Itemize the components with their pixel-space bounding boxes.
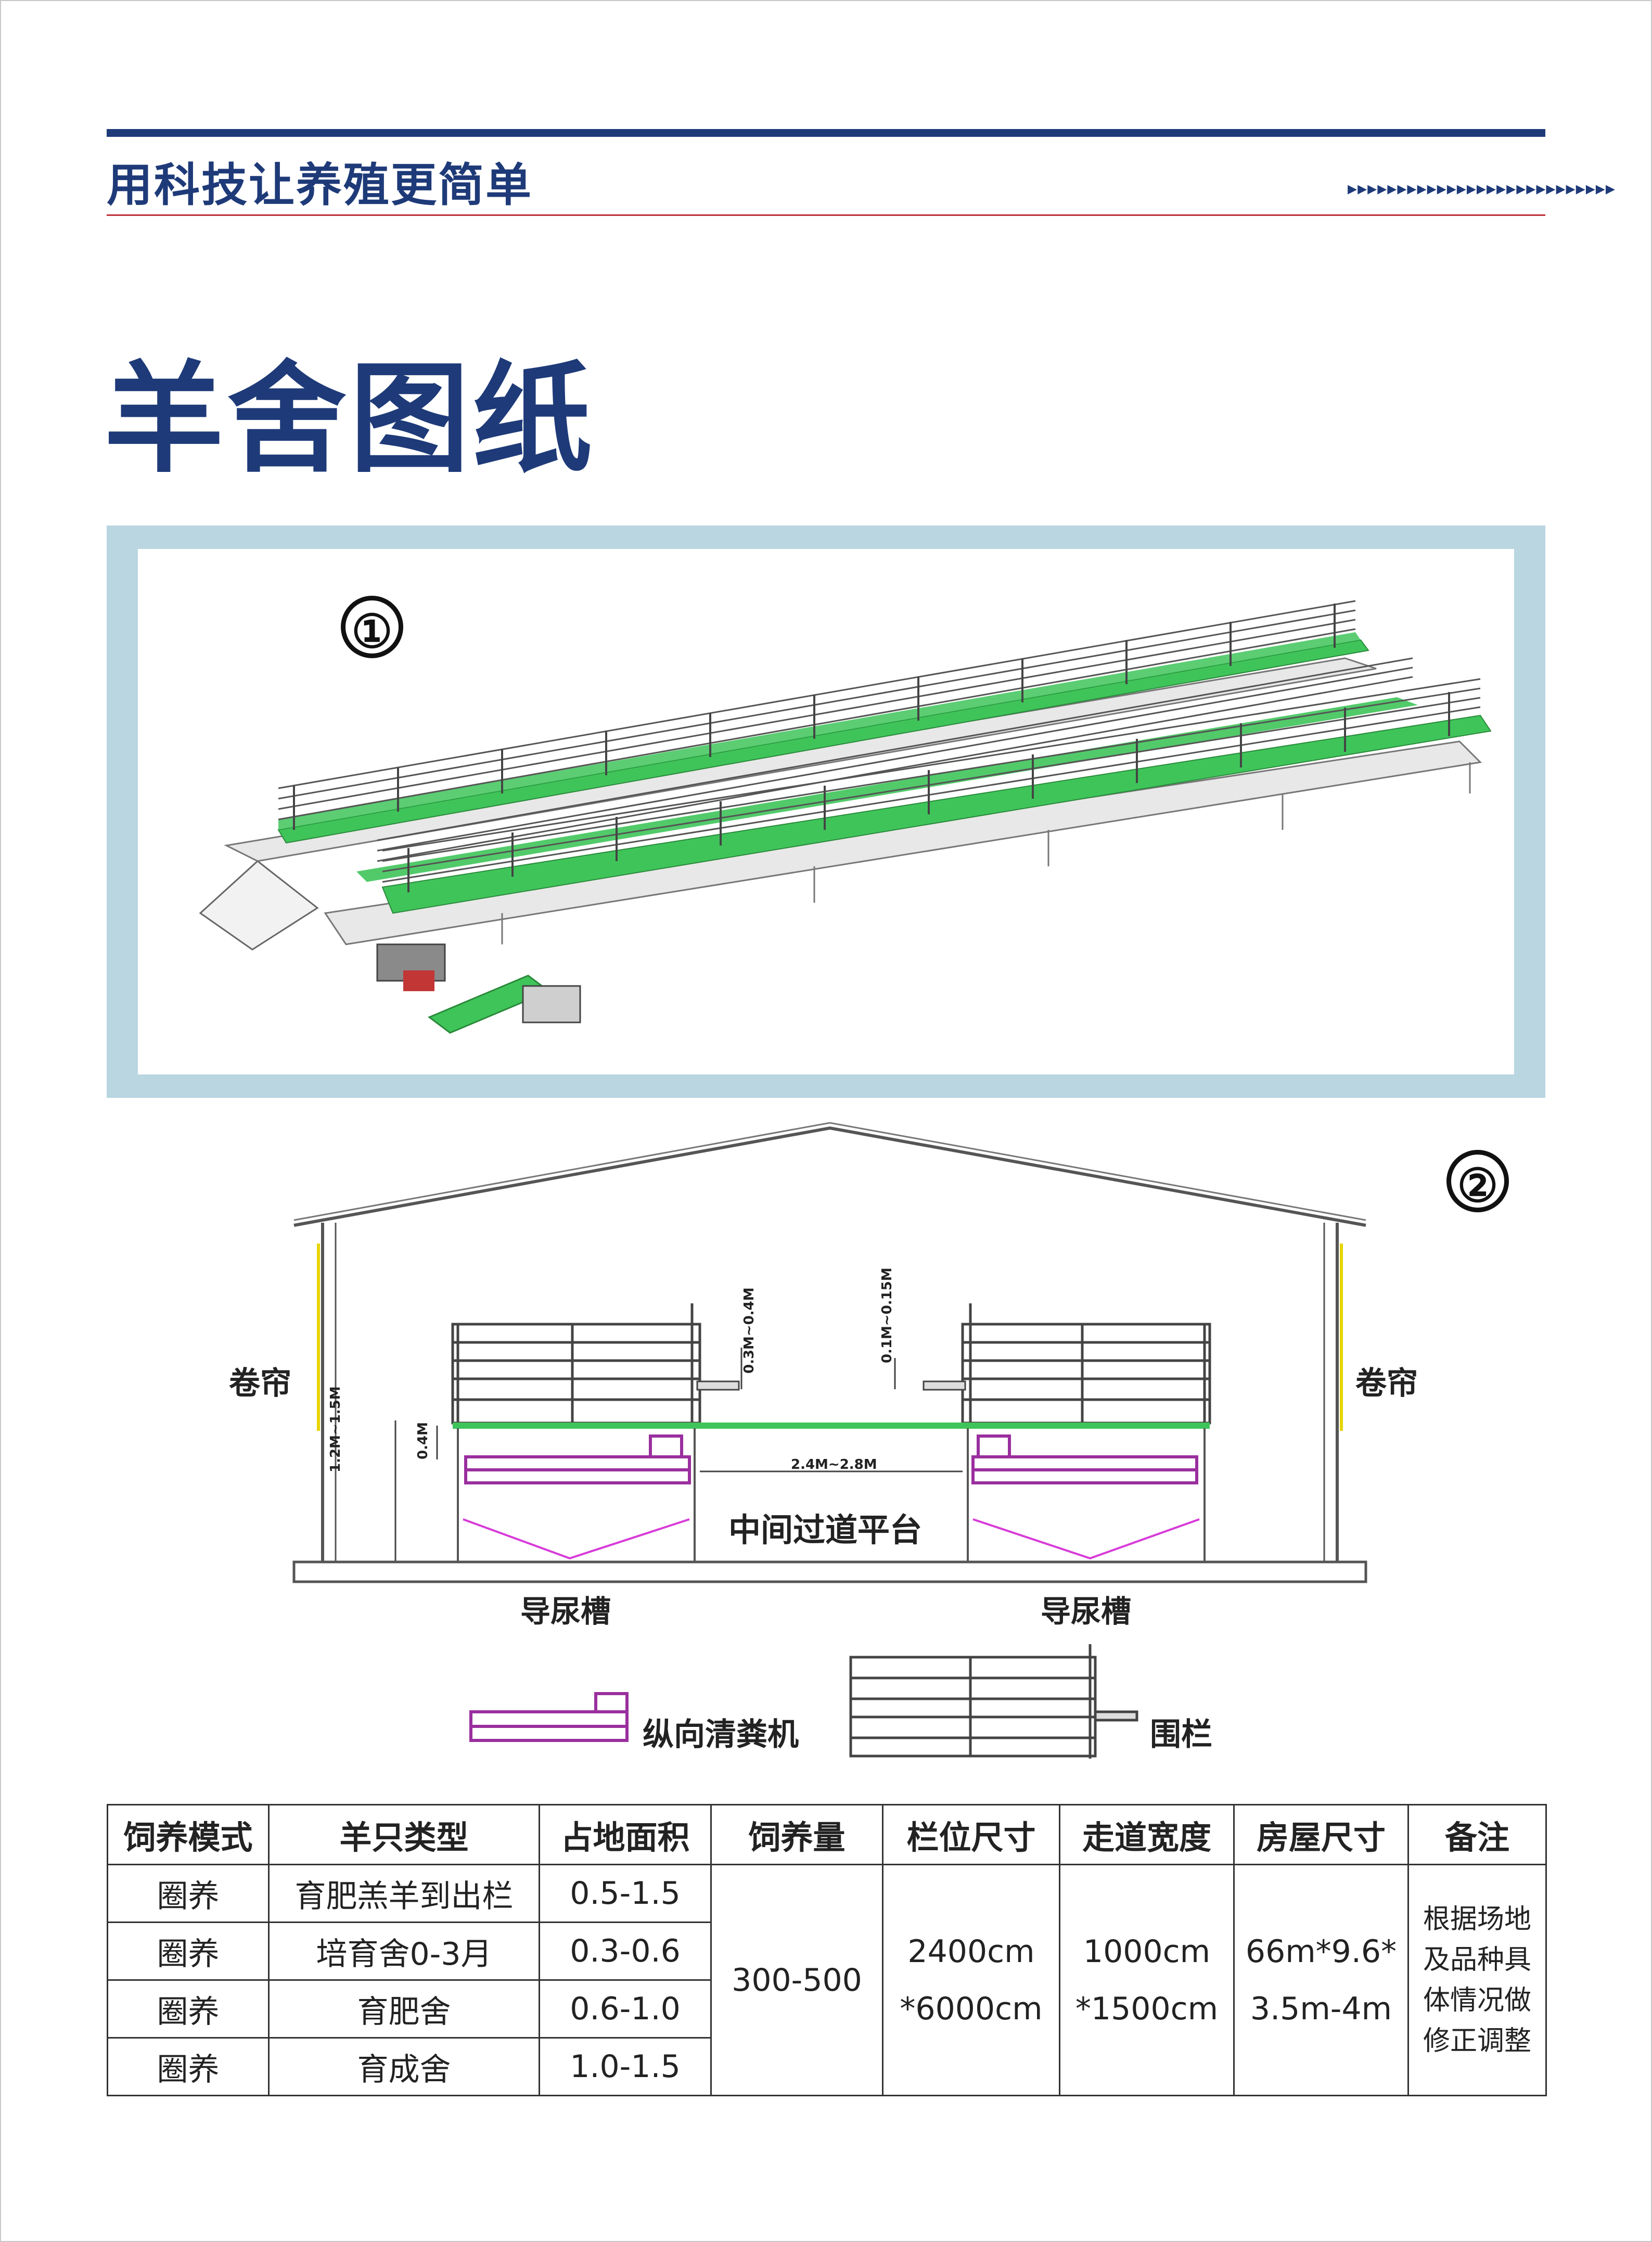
table-header: 饲养模式 xyxy=(107,1804,270,1865)
house-size-line1: 66m*9.6* xyxy=(1245,1933,1397,1970)
urine-trough-label-right: 导尿槽 xyxy=(1041,1594,1132,1629)
pen-size-line2: *6000cm xyxy=(900,1990,1043,2027)
cell-area: 0.5-1.5 xyxy=(539,1864,712,1923)
cell-house-size: 66m*9.6* 3.5m-4m xyxy=(1233,1864,1409,2096)
legend-fence-icon xyxy=(849,1644,1138,1759)
legend-cleaner-label: 纵向清粪机 xyxy=(643,1716,799,1753)
lower-row-slats xyxy=(381,714,1492,914)
aisle-width-line2: *1500cm xyxy=(1075,1990,1219,2027)
table-header: 占地面积 xyxy=(539,1804,712,1865)
cell-capacity: 300-500 xyxy=(710,1864,883,2096)
table-header: 走道宽度 xyxy=(1059,1804,1235,1865)
pen-size-line1: 2400cm xyxy=(907,1933,1035,1970)
lower-fence xyxy=(382,678,1481,883)
cell-type: 培育舍0-3月 xyxy=(268,1921,540,1981)
cell-type: 育肥羔羊到出栏 xyxy=(268,1864,540,1923)
cell-type: 育肥舍 xyxy=(268,1979,540,2039)
dim-side-height: 1.2M~1.5M xyxy=(328,1386,343,1472)
cell-mode: 圈养 xyxy=(107,1921,270,1981)
dim-aisle-width: 2.4M~2.8M xyxy=(791,1457,877,1472)
dim-left-drop: 0.3M~0.4M xyxy=(741,1287,757,1374)
dim-floor-gap: 0.4M xyxy=(415,1422,431,1459)
left-manure-cleaner xyxy=(464,1434,691,1484)
fence-posts xyxy=(293,604,1450,892)
table-row: 圈养 培育舍0-3月 0.3-0.6 xyxy=(107,1921,1546,1981)
header-top-rule xyxy=(107,129,1545,137)
spec-table: 饲养模式 羊只类型 占地面积 饲养量 栏位尺寸 走道宽度 房屋尺寸 备注 圈养 … xyxy=(107,1804,1547,2096)
header-slogan: 用科技让养殖更简单 xyxy=(107,158,533,212)
table-row: 圈养 育肥羔羊到出栏 0.5-1.5 300-500 2400cm *6000c… xyxy=(107,1864,1547,2096)
note-line: 体情况做 xyxy=(1423,1984,1531,2016)
figure1-number: ① xyxy=(341,596,403,658)
cell-mode: 圈养 xyxy=(107,2037,270,2096)
note-line: 根据场地 xyxy=(1423,1903,1531,1935)
table-header: 备注 xyxy=(1407,1804,1547,1865)
cell-aisle-width: 1000cm *1500cm xyxy=(1059,1864,1235,2096)
table-header-row: 饲养模式 羊只类型 占地面积 饲养量 栏位尺寸 走道宽度 房屋尺寸 备注 xyxy=(107,1804,1547,1865)
roof-line xyxy=(293,1126,1366,1227)
right-manure-cleaner xyxy=(971,1434,1198,1484)
cell-mode: 圈养 xyxy=(107,1864,270,1923)
cell-mode: 圈养 xyxy=(107,1979,270,2039)
figure1-canvas: ① xyxy=(138,549,1514,1074)
figure1-panel: ① xyxy=(107,526,1545,1098)
upper-row-slats-2 xyxy=(278,632,1361,830)
aisle-width-line1: 1000cm xyxy=(1083,1933,1211,1970)
table-header: 房屋尺寸 xyxy=(1233,1804,1409,1865)
cell-note: 根据场地 及品种具 体情况做 修正调整 xyxy=(1407,1864,1547,2096)
aisle-platform-label: 中间过道平台 xyxy=(728,1511,923,1549)
support-legs xyxy=(501,762,1471,944)
table-row: 圈养 育肥舍 0.6-1.0 xyxy=(107,1979,1546,2039)
page-title: 羊舍图纸 xyxy=(104,349,596,489)
ground-floor xyxy=(292,1560,1367,1583)
figure2-number: ② xyxy=(1446,1150,1509,1212)
table-header: 栏位尺寸 xyxy=(882,1804,1060,1865)
cell-pen-size: 2400cm *6000cm xyxy=(882,1864,1060,2096)
entry-ramp xyxy=(199,860,319,951)
curtain-label-right: 卷帘 xyxy=(1355,1365,1418,1402)
table-header: 羊只类型 xyxy=(268,1804,540,1865)
right-urine-trough xyxy=(972,1518,1200,1560)
cell-area: 1.0-1.5 xyxy=(539,2037,712,2096)
left-urine-trough xyxy=(463,1518,690,1560)
table-row: 圈养 育成舍 1.0-1.5 xyxy=(107,2037,1546,2096)
curtain-label-left: 卷帘 xyxy=(229,1365,291,1402)
cell-area: 0.6-1.0 xyxy=(539,1979,712,2039)
legend-cleaner-icon xyxy=(469,1692,629,1742)
house-size-line2: 3.5m-4m xyxy=(1250,1990,1392,2027)
legend-fence-label: 围栏 xyxy=(1150,1716,1212,1753)
note-line: 及品种具 xyxy=(1423,1944,1531,1976)
manure-conveyor xyxy=(376,943,581,1034)
urine-trough-label-left: 导尿槽 xyxy=(520,1594,611,1629)
header-bottom-rule xyxy=(107,214,1545,216)
figure1-perspective-drawing xyxy=(199,600,1492,1034)
header-arrow-decoration: ▸▸▸▸▸▸▸▸▸▸▸▸▸▸▸▸▸▸▸▸▸▸▸▸▸▸▸ xyxy=(1348,178,1616,199)
middle-row-slats xyxy=(356,697,1418,882)
dim-right-drop: 0.1M~0.15M xyxy=(879,1267,895,1363)
upper-fence xyxy=(278,600,1413,862)
cell-type: 育成舍 xyxy=(268,2037,540,2096)
cell-area: 0.3-0.6 xyxy=(539,1921,712,1981)
left-pen-fence xyxy=(451,1303,701,1428)
right-pen-fence xyxy=(961,1303,1211,1428)
note-line: 修正调整 xyxy=(1423,2025,1531,2057)
table-header: 饲养量 xyxy=(710,1804,883,1865)
